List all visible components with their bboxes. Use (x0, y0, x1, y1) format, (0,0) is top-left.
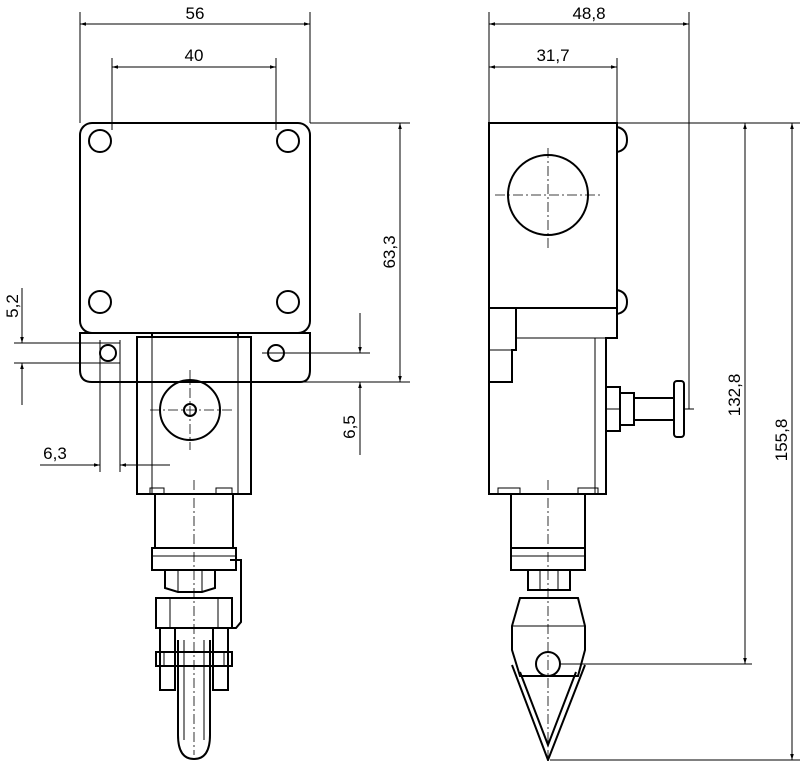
front-view (79, 122, 311, 761)
front-side-lever (230, 559, 242, 629)
front-housing-plate (79, 122, 311, 334)
dim-label-132-8: 132,8 (725, 374, 744, 417)
dim-label-5-2: 5,2 (3, 294, 22, 318)
dim-label-31-7: 31,7 (536, 46, 569, 65)
dim-label-6-3: 6,3 (43, 444, 67, 463)
side-view (488, 122, 694, 761)
front-mount-hole-bl (88, 290, 112, 314)
side-housing (488, 122, 618, 309)
side-switch-body (488, 307, 618, 495)
front-mount-hole-tl (88, 129, 112, 153)
front-flange (79, 332, 311, 383)
front-mount-hole-tr (276, 129, 300, 153)
front-roller-wheel (177, 640, 211, 761)
side-adjust-knob (605, 380, 694, 438)
front-flange-hole-left (99, 344, 117, 362)
dim-label-6-5: 6,5 (340, 415, 359, 439)
side-step-block (488, 308, 517, 383)
dim-label-48-8: 48,8 (572, 4, 605, 23)
dim-label-56: 56 (186, 4, 205, 23)
side-fork (511, 597, 586, 677)
front-mount-hole-br (276, 290, 300, 314)
front-dimensions: 56 40 63,3 5,2 6,5 6,3 (3, 4, 410, 472)
dim-label-155-8: 155,8 (772, 419, 791, 462)
side-dimensions: 48,8 31,7 132,8 155,8 (488, 4, 800, 761)
dim-label-40: 40 (185, 46, 204, 65)
dim-label-63-3: 63,3 (380, 235, 399, 268)
